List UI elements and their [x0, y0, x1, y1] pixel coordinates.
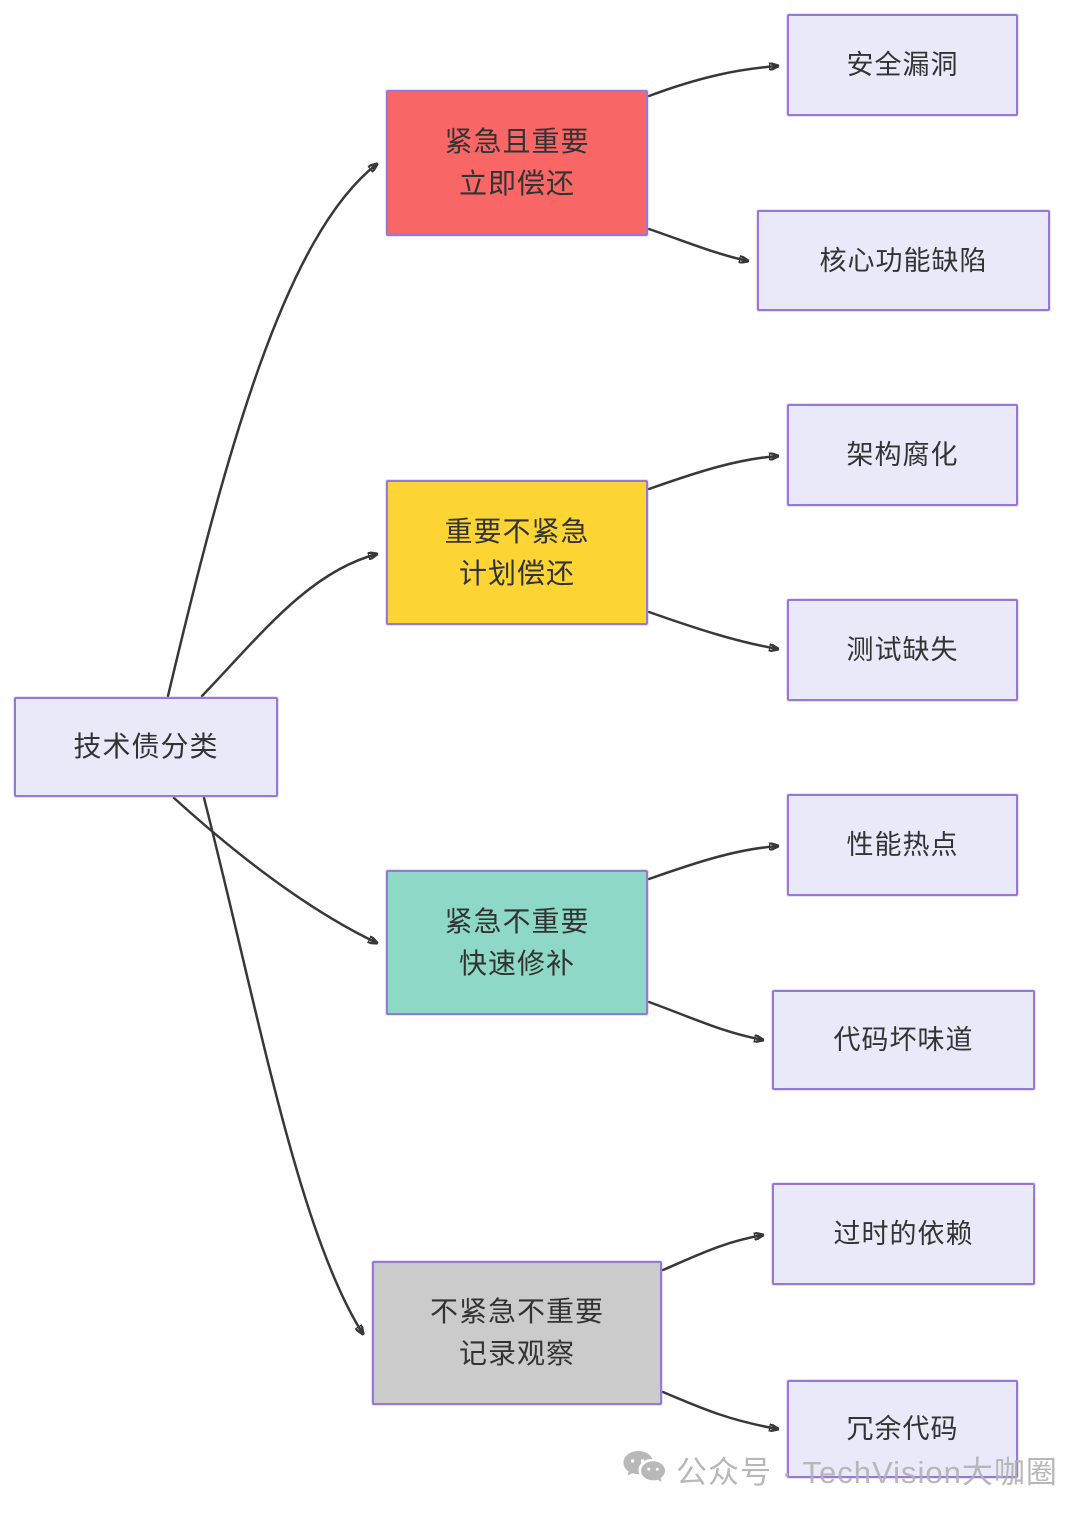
- leaf-node-outdated-dependency: 过时的依赖: [772, 1183, 1035, 1285]
- leaf-node-code-smell: 代码坏味道: [772, 990, 1035, 1090]
- edge-to-core-feature-defect: [647, 227, 748, 261]
- category-label-line1: 紧急且重要: [444, 126, 590, 157]
- watermark: 公众号 · TechVision大咖圈: [622, 1444, 1058, 1494]
- leaf-node-performance-hotspot: 性能热点: [787, 794, 1018, 896]
- category-node-urgent-important: 紧急且重要 立即偿还: [386, 90, 648, 236]
- category-label-line2: 快速修补: [458, 947, 575, 979]
- leaf-node-core-feature-defect: 核心功能缺陷: [757, 210, 1050, 311]
- leaf-node-redundant-code: 冗余代码: [787, 1380, 1018, 1478]
- watermark-text: 公众号 · TechVision大咖圈: [676, 1454, 1058, 1490]
- root-node-tech-debt-classification: 技术债分类: [14, 697, 278, 797]
- edge-to-security-vulnerability: [647, 66, 778, 98]
- leaf-node-missing-tests: 测试缺失: [787, 599, 1018, 701]
- leaf-label: 过时的依赖: [833, 1219, 974, 1249]
- edge-to-missing-tests: [647, 610, 778, 649]
- edge-to-outdated-dependency: [661, 1235, 763, 1272]
- category-node-not-urgent-not-important: 不紧急不重要 记录观察: [372, 1261, 662, 1405]
- category-label-line2: 记录观察: [458, 1338, 575, 1369]
- edge-root-to-urgent-important: [166, 164, 377, 698]
- category-label-line2: 计划偿还: [458, 557, 575, 589]
- leaf-node-architecture-decay: 架构腐化: [787, 404, 1018, 506]
- leaf-label: 测试缺失: [846, 635, 959, 665]
- leaf-label: 代码坏味道: [833, 1025, 974, 1055]
- leaf-label: 核心功能缺陷: [819, 245, 988, 276]
- category-label-line1: 不紧急不重要: [429, 1296, 604, 1327]
- wechat-icon: [622, 1450, 666, 1488]
- edge-to-code-smell: [647, 1000, 763, 1040]
- edge-to-redundant-code: [661, 1390, 778, 1429]
- edge-root-to-not-urgent-not-important: [202, 796, 363, 1334]
- category-node-urgent-not-important: 紧急不重要 快速修补: [386, 870, 648, 1015]
- leaf-node-security-vulnerability: 安全漏洞: [787, 14, 1018, 116]
- category-label-line1: 重要不紧急: [444, 515, 590, 547]
- category-label-line1: 紧急不重要: [444, 905, 590, 937]
- edge-to-architecture-decay: [647, 456, 778, 491]
- edge-root-to-urgent-not-important: [172, 796, 377, 943]
- leaf-label: 架构腐化: [846, 440, 959, 470]
- category-label-line2: 立即偿还: [458, 168, 575, 199]
- edge-root-to-important-not-urgent: [200, 554, 377, 698]
- root-node-label: 技术债分类: [73, 731, 219, 762]
- edge-to-performance-hotspot: [647, 846, 778, 881]
- leaf-label: 安全漏洞: [846, 50, 959, 80]
- leaf-label: 冗余代码: [846, 1414, 959, 1444]
- leaf-label: 性能热点: [846, 830, 959, 860]
- category-node-important-not-urgent: 重要不紧急 计划偿还: [386, 480, 648, 625]
